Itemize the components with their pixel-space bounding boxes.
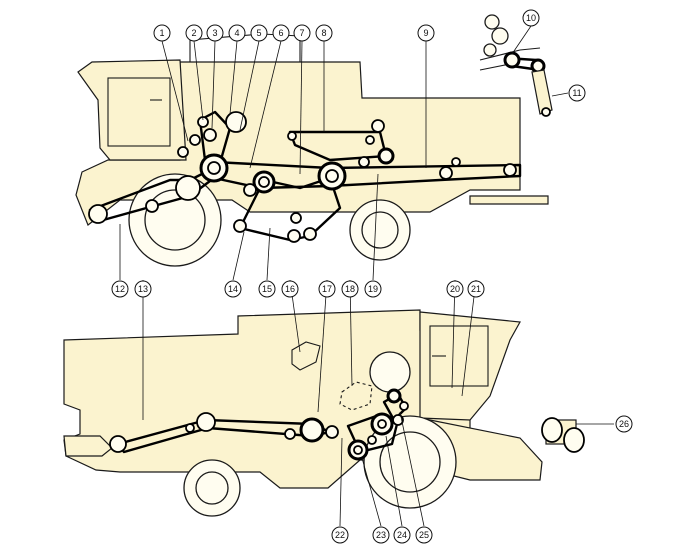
callout-25: 25 <box>415 526 433 544</box>
svg-text:17: 17 <box>322 284 332 294</box>
combine-right-side-view <box>63 309 585 517</box>
svg-text:24: 24 <box>397 530 407 540</box>
callout-20: 20 <box>446 280 464 298</box>
fan-housing <box>369 351 411 393</box>
svg-text:20: 20 <box>450 284 460 294</box>
callout-2: 2 <box>185 24 203 42</box>
callout-19: 19 <box>364 280 382 298</box>
svg-text:25: 25 <box>419 530 429 540</box>
tensioner-arm <box>531 69 553 115</box>
svg-text:5: 5 <box>256 28 261 38</box>
svg-text:22: 22 <box>335 530 345 540</box>
callout-8: 8 <box>315 24 333 42</box>
callout-12: 12 <box>111 280 129 298</box>
svg-text:12: 12 <box>115 284 125 294</box>
unloading-auger-upper <box>469 195 549 205</box>
svg-text:10: 10 <box>526 13 536 23</box>
callout-14: 14 <box>224 280 242 298</box>
svg-text:2: 2 <box>191 28 196 38</box>
callout-26: 26 <box>615 415 633 433</box>
callout-21: 21 <box>467 280 485 298</box>
callout-10: 10 <box>522 9 540 27</box>
svg-text:21: 21 <box>471 284 481 294</box>
callout-13: 13 <box>134 280 152 298</box>
svg-text:6: 6 <box>278 28 283 38</box>
cab-upper <box>77 59 187 161</box>
svg-text:8: 8 <box>321 28 326 38</box>
callout-6: 6 <box>272 24 290 42</box>
callouts: 1 2 3 4 5 6 7 8 9 10 11 12 13 14 15 16 1… <box>111 9 633 544</box>
svg-text:9: 9 <box>423 28 428 38</box>
belt-rear <box>288 130 388 162</box>
callout-5: 5 <box>250 24 268 42</box>
callout-24: 24 <box>393 526 411 544</box>
engine-outline <box>291 341 321 371</box>
svg-text:11: 11 <box>572 88 581 98</box>
leader-lines <box>119 25 614 527</box>
svg-text:26: 26 <box>619 419 629 429</box>
svg-text:14: 14 <box>228 284 238 294</box>
callout-1: 1 <box>153 24 171 42</box>
svg-text:1: 1 <box>159 28 164 38</box>
callout-15: 15 <box>258 280 276 298</box>
svg-text:19: 19 <box>368 284 378 294</box>
cab-window-upper <box>107 77 171 147</box>
callout-4: 4 <box>228 24 246 42</box>
callout-18: 18 <box>341 280 359 298</box>
svg-text:15: 15 <box>262 284 272 294</box>
svg-text:7: 7 <box>299 28 304 38</box>
callout-11: 11 <box>568 84 586 102</box>
svg-text:18: 18 <box>345 284 355 294</box>
callout-7: 7 <box>293 24 311 42</box>
combine-left-side-view <box>75 33 549 267</box>
callout-17: 17 <box>318 280 336 298</box>
callout-22: 22 <box>331 526 349 544</box>
callout-3: 3 <box>206 24 224 42</box>
svg-text:13: 13 <box>138 284 148 294</box>
belt-chopper <box>212 160 522 190</box>
callout-23: 23 <box>372 526 390 544</box>
callout-16: 16 <box>281 280 299 298</box>
tensioner-inset <box>479 14 553 117</box>
svg-text:3: 3 <box>212 28 217 38</box>
svg-text:4: 4 <box>234 28 239 38</box>
svg-text:16: 16 <box>285 284 295 294</box>
callout-9: 9 <box>417 24 435 42</box>
svg-text:23: 23 <box>376 530 386 540</box>
